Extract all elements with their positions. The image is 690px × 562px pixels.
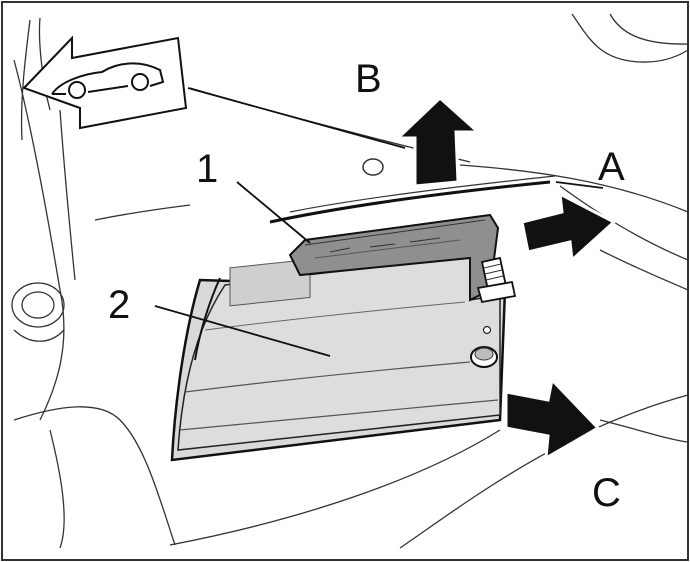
arrow-a [520,191,617,264]
cover-panel [170,254,507,462]
leader-lines [154,87,604,357]
callout-a: A [598,145,625,189]
body-hole [362,158,384,176]
arrow-b [394,95,482,188]
arrow-c [504,376,601,461]
screw [476,256,517,304]
callout-c: C [592,471,621,515]
callout-2: 2 [108,283,130,327]
opening-edge [269,180,551,224]
body-grommet [11,282,65,342]
callout-1: 1 [196,147,218,191]
car-forward-arrow-icon [22,35,188,130]
callout-b: B [355,57,382,101]
